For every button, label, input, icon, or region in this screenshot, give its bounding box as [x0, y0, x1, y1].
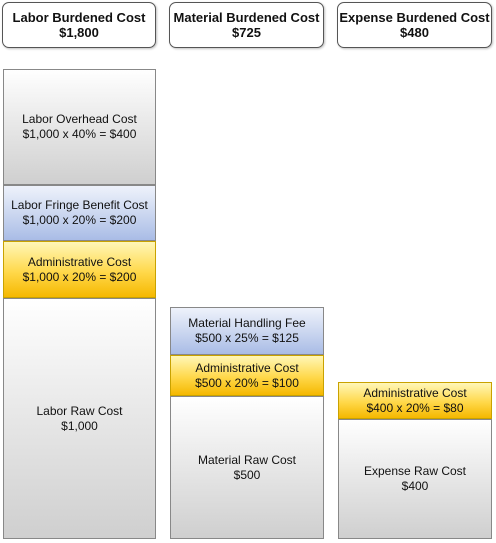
- material-raw-cost-block: Material Raw Cost $500: [170, 396, 324, 539]
- expense-administrative-cost-block: Administrative Cost $400 x 20% = $80: [338, 382, 492, 419]
- block-title: Administrative Cost: [195, 360, 299, 375]
- header-title: Material Burdened Cost: [173, 10, 320, 25]
- header-value: $1,800: [59, 25, 99, 40]
- expense-burdened-cost-header: Expense Burdened Cost $480: [337, 2, 492, 48]
- expense-raw-cost-block: Expense Raw Cost $400: [338, 419, 492, 539]
- block-title: Material Raw Cost: [197, 452, 297, 467]
- material-burdened-cost-header: Material Burdened Cost $725: [169, 2, 324, 48]
- block-title: Administrative Cost: [363, 385, 467, 400]
- block-title: Administrative Cost: [27, 254, 132, 269]
- block-title: Labor Raw Cost: [36, 403, 123, 418]
- block-formula: $400: [401, 479, 429, 493]
- labor-raw-cost-block: Labor Raw Cost $1,000: [3, 298, 156, 539]
- block-formula: $400 x 20% = $80: [366, 400, 464, 415]
- block-title: Labor Overhead Cost: [22, 112, 137, 126]
- labor-fringe-benefit-cost-block: Labor Fringe Benefit Cost $1,000 x 20% =…: [3, 185, 156, 241]
- block-formula: $1,000 x 40% = $400: [22, 127, 137, 141]
- block-formula: $1,000 x 20% = $200: [22, 213, 137, 227]
- block-formula: $500 x 20% = $100: [195, 375, 299, 390]
- block-title: Material Handling Fee: [188, 316, 306, 330]
- header-value: $480: [400, 25, 429, 40]
- material-handling-fee-block: Material Handling Fee $500 x 25% = $125: [170, 307, 324, 355]
- header-title: Expense Burdened Cost: [339, 10, 490, 25]
- header-value: $725: [232, 25, 261, 40]
- block-title: Expense Raw Cost: [363, 464, 467, 478]
- block-title: Labor Fringe Benefit Cost: [11, 198, 148, 212]
- labor-burdened-cost-header: Labor Burdened Cost $1,800: [2, 2, 156, 48]
- block-formula: $1,000 x 20% = $200: [22, 269, 137, 284]
- labor-overhead-cost-block: Labor Overhead Cost $1,000 x 40% = $400: [3, 69, 156, 185]
- header-title: Labor Burdened Cost: [12, 10, 146, 25]
- block-formula: $1,000: [61, 418, 98, 433]
- labor-administrative-cost-block: Administrative Cost $1,000 x 20% = $200: [3, 241, 156, 298]
- material-administrative-cost-block: Administrative Cost $500 x 20% = $100: [170, 355, 324, 396]
- block-formula: $500: [233, 467, 261, 482]
- block-formula: $500 x 25% = $125: [195, 331, 299, 345]
